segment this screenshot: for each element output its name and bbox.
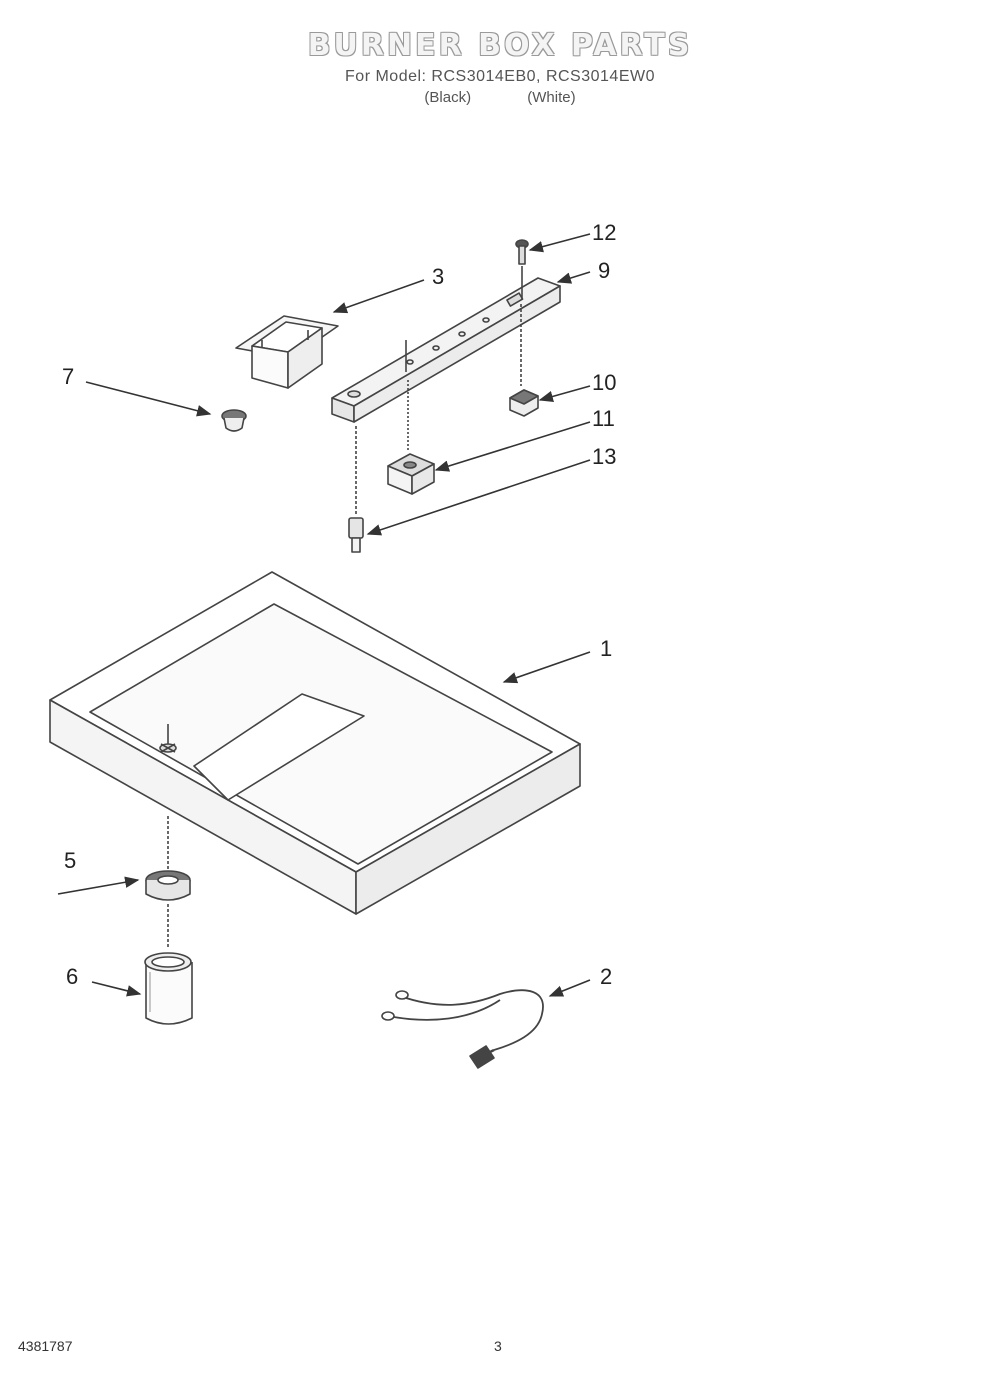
- part-orifice: [348, 426, 364, 553]
- color-line: (Black) (White): [0, 89, 1000, 106]
- part-jar: [144, 952, 193, 1025]
- part-nut: [509, 304, 539, 417]
- callout-12: 12: [592, 220, 616, 245]
- part-box-bracket: [235, 315, 339, 389]
- part-screw: [515, 239, 529, 300]
- part-collar: [145, 870, 191, 948]
- part-manifold-bar: [331, 277, 561, 450]
- callout-13: 13: [592, 444, 616, 469]
- document-number: 4381787: [18, 1338, 73, 1354]
- callout-3: 3: [432, 264, 444, 289]
- callout-7: 7: [62, 364, 74, 389]
- callout-11: 11: [592, 406, 615, 431]
- leader-arrows: [57, 233, 591, 997]
- part-bracket-nut: [387, 453, 435, 495]
- page-title: BURNER BOX PARTS: [307, 28, 693, 63]
- callout-6: 6: [66, 964, 78, 989]
- model-line: For Model: RCS3014EB0, RCS3014EW0: [345, 68, 655, 85]
- page-number: 3: [494, 1338, 502, 1354]
- callout-5: 5: [64, 848, 76, 873]
- part-plug: [221, 409, 247, 432]
- part-burner-box-tray: [49, 571, 581, 915]
- callout-10: 10: [592, 370, 616, 395]
- callout-1: 1: [600, 636, 612, 661]
- part-wire-harness: [381, 989, 544, 1069]
- callout-9: 9: [598, 258, 610, 283]
- color-white-label: (White): [527, 89, 576, 106]
- callout-2: 2: [600, 964, 612, 989]
- color-black-label: (Black): [424, 89, 472, 106]
